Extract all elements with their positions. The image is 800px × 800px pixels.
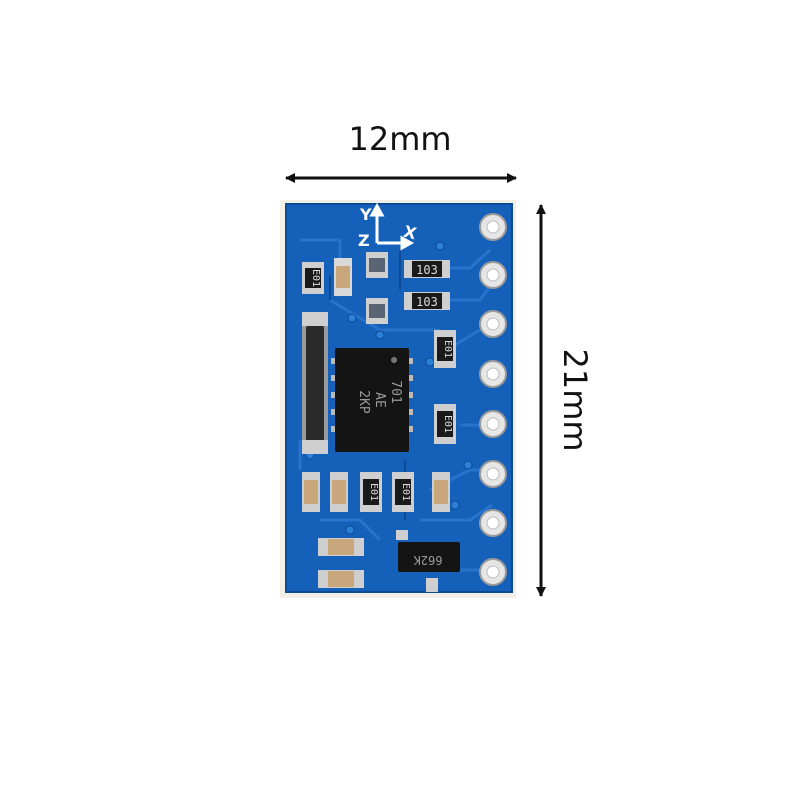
axis-label-y: Y <box>359 205 372 224</box>
small-label-1: E01 <box>310 269 321 287</box>
regulator-marking: 662K <box>413 553 443 567</box>
width-dimension-label: 12mm <box>348 120 452 158</box>
small-label-5: E01 <box>400 483 411 501</box>
tantalum-capacitor <box>302 312 328 454</box>
header-pins <box>479 213 507 586</box>
axis-label-x: X <box>402 222 419 244</box>
chip-marking-line1: 701 <box>388 380 403 403</box>
axis-indicator <box>369 202 415 251</box>
smd-components <box>302 252 456 588</box>
axis-label-z: Z <box>358 231 370 250</box>
small-label-4: E01 <box>368 483 379 501</box>
small-label-3: E01 <box>442 415 453 433</box>
resistor-label-1: 103 <box>416 263 438 277</box>
chip-marking-line2: AE <box>372 392 387 408</box>
small-label-2: E01 <box>442 340 453 358</box>
resistor-label-2: 103 <box>416 295 438 309</box>
voltage-regulator <box>396 530 460 592</box>
sensor-chip <box>331 348 413 452</box>
chip-marking-line3: 2KP <box>356 390 371 414</box>
